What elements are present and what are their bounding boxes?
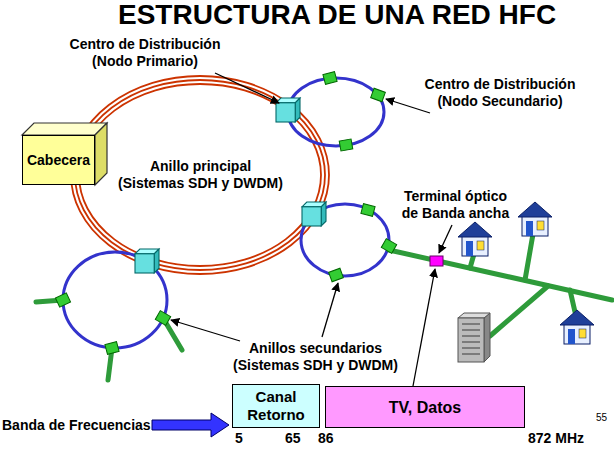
window-row [462, 335, 480, 337]
secondary-node [323, 72, 337, 85]
callout-label: Centro de Distribución (Nodo Primario) [65, 36, 225, 70]
secondary-rings [63, 78, 389, 348]
house-icon [458, 222, 492, 256]
callout-label: Anillos secundarios (Sistemas SDH y DWDM… [231, 340, 400, 374]
house-door [526, 221, 533, 236]
axis-label: 65 [285, 430, 301, 447]
leader-arrow [439, 225, 452, 253]
building-icon [458, 313, 490, 362]
coax-lines [36, 234, 612, 380]
secondary-ring [288, 78, 384, 146]
frequency-band: TV, Datos [325, 386, 525, 428]
cube-side [295, 98, 300, 122]
house-roof [458, 222, 492, 237]
secondary-node [329, 268, 344, 282]
house-window [477, 241, 484, 250]
building-front [458, 318, 484, 362]
node-text: Canal Retorno [235, 388, 317, 424]
secondary-ring [63, 252, 167, 348]
optical-terminal [430, 256, 443, 266]
leader-arrow [215, 73, 279, 103]
window-row [462, 341, 480, 343]
leader-arrow [413, 269, 435, 386]
secondary-node [105, 342, 119, 355]
leader-arrow [322, 283, 338, 337]
house-body [522, 216, 548, 236]
leader-arrow [171, 320, 240, 341]
node-text: Cabecera [27, 152, 90, 169]
secondary-node [339, 139, 353, 151]
cube-side [321, 202, 326, 226]
coax-line [490, 286, 548, 336]
frequency-band: Canal Retorno [232, 384, 320, 428]
window-row [462, 353, 480, 355]
window-row [462, 347, 480, 349]
ring-line [71, 76, 329, 274]
axis-label: 872 MHz [528, 430, 584, 447]
house-window [537, 221, 544, 230]
axis-label: 55 [596, 412, 607, 424]
secondary-nodes [55, 72, 396, 355]
cube-front [276, 103, 295, 122]
callout-label: Centro de Distribución (Nodo Secundario) [420, 76, 580, 110]
house-roof [560, 310, 594, 325]
ring-line [79, 84, 321, 266]
house-window [579, 329, 586, 338]
node-text: TV, Datos [389, 398, 461, 417]
cube-side [154, 249, 159, 273]
house-roof [518, 202, 552, 217]
coax-line [525, 234, 533, 280]
primary-node [302, 202, 326, 226]
primary-node [135, 249, 159, 273]
house-body [564, 324, 590, 344]
cube-front [302, 207, 321, 226]
secondary-node [155, 311, 170, 326]
block-arrow [152, 413, 229, 437]
coax-trunk [389, 250, 612, 300]
secondary-node [371, 88, 386, 102]
leader-arrow [386, 99, 430, 113]
coax-line [570, 290, 575, 312]
house-door [568, 329, 575, 344]
axis-label: Banda de Frecuencias [2, 417, 151, 434]
building-windows [462, 324, 480, 354]
headend-box: Cabecera [22, 135, 95, 185]
house-door [466, 241, 473, 256]
window-row [462, 329, 480, 331]
callout-label: Terminal óptico de Banda ancha [398, 188, 513, 222]
house-body [462, 236, 488, 256]
headend-top [22, 123, 107, 135]
callout-label: Anillo principal (Sistemas SDH y DWDM) [116, 158, 285, 192]
axis-label: 86 [318, 430, 334, 447]
ring-line [75, 80, 325, 270]
secondary-ring [301, 204, 389, 276]
building-top [458, 313, 490, 318]
window-row [462, 323, 480, 325]
axis-label: 5 [235, 430, 243, 447]
primary-node [276, 98, 300, 122]
diagram-title: ESTRUCTURA DE UNA RED HFC [118, 0, 556, 30]
secondary-node [381, 239, 396, 254]
headend-side [95, 123, 107, 185]
main-ring [71, 76, 329, 274]
secondary-node [55, 293, 70, 307]
house-icon [560, 310, 594, 344]
cube-front [135, 254, 154, 273]
house-icon [518, 202, 552, 236]
building-side [484, 313, 490, 362]
leader-lines [171, 73, 452, 386]
secondary-node [361, 204, 375, 217]
